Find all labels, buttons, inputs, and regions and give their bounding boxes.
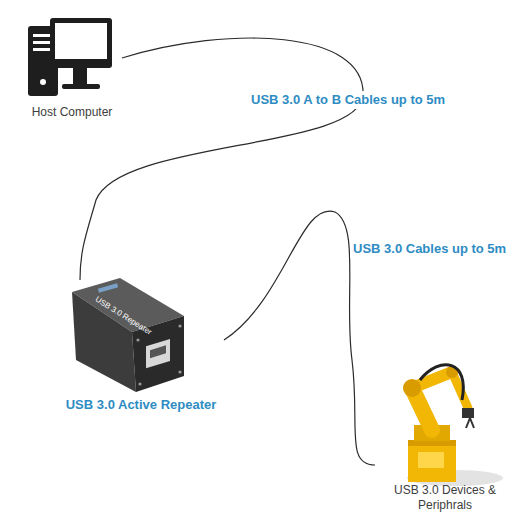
node-label: USB 3.0 Active Repeater — [58, 397, 224, 412]
usb-cable — [80, 38, 363, 280]
node-label: USB 3.0 Devices & Periphrals — [375, 483, 515, 513]
node-label: Host Computer — [22, 105, 122, 120]
device-node: Host Computer — [22, 16, 122, 120]
cable-label: USB 3.0 A to B Cables up to 5m — [248, 91, 448, 109]
device-node: USB 3.0 Active Repeater — [58, 280, 224, 412]
computer-icon — [28, 18, 112, 96]
repeater-device — [72, 278, 184, 392]
device-node: USB 3.0 Devices & Periphrals — [375, 355, 515, 513]
robot-arm — [403, 365, 503, 486]
cable-label: USB 3.0 Cables up to 5m — [350, 240, 509, 258]
